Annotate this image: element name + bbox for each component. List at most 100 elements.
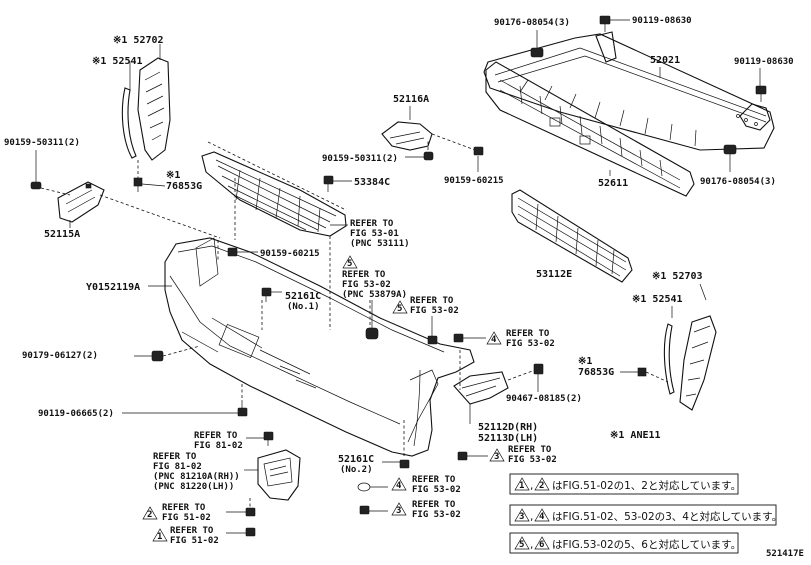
clip-icon xyxy=(133,177,143,192)
nut-icon xyxy=(723,144,737,155)
bumper-cover[interactable] xyxy=(164,237,475,457)
ref-fig53-02-b1-line2: FIG 53-02 xyxy=(412,485,461,495)
upper-grille[interactable] xyxy=(201,151,347,237)
clip-icon xyxy=(357,482,371,492)
nut-icon xyxy=(530,47,544,58)
part-label-90119-right: 90119-08630 xyxy=(734,57,794,67)
clip-icon xyxy=(427,335,438,345)
legend-text-2: はFIG.51-02、53-02の3、4と対応しています。 xyxy=(552,510,782,523)
triangle-mark-1: 1 xyxy=(152,528,168,542)
bolt-icon xyxy=(263,431,274,446)
clip-icon xyxy=(227,247,238,257)
bolt-icon xyxy=(30,181,42,190)
svg-text:1: 1 xyxy=(519,481,524,491)
bracket-52116a[interactable] xyxy=(381,121,433,151)
part-label-52161c-no2: 52161C xyxy=(338,454,374,465)
ref-fig53-02-5-line3: (PNC 53879A) xyxy=(342,290,407,300)
bracket-52115a[interactable] xyxy=(57,181,105,223)
part-label-90159-60215-left: 90159-60215 xyxy=(260,249,320,259)
ref-fig53-02-b2-line1: REFER TO xyxy=(412,500,456,510)
ref-fig53-02-top-line1: REFER TO xyxy=(410,296,454,306)
svg-text:1: 1 xyxy=(157,532,162,542)
ref-fig53-01-line1: REFER TO xyxy=(350,219,394,229)
bolt-icon xyxy=(245,527,256,537)
ref-fig81-02-pnc-line2: FIG 81-02 xyxy=(153,462,202,472)
ref-fig53-01-line2: FIG 53-01 xyxy=(350,229,399,239)
part-label-90119-top: 90119-08630 xyxy=(632,16,692,26)
clip-icon xyxy=(245,507,256,517)
ref-fig81-02-pnc-line1: REFER TO xyxy=(153,452,197,462)
ref-fig51-02-a-line2: FIG 51-02 xyxy=(162,513,211,523)
ref-fig81-02-line1: REFER TO xyxy=(194,431,238,441)
part-label-52161c-no2-sub: (No.2) xyxy=(340,465,373,475)
part-label-90159-60215-mid: 90159-60215 xyxy=(444,176,504,186)
part-label-76853g-left-mark: ※1 xyxy=(166,170,180,181)
triangle-mark-5: 5 xyxy=(342,255,358,269)
part-label-52021: 52021 xyxy=(650,55,680,66)
part-label-y0152119a: Y0152119A xyxy=(86,282,140,293)
part-label-76853g-right: 76853G xyxy=(578,367,614,378)
part-label-52112d: 52112D(RH) xyxy=(478,422,538,433)
bolt-icon xyxy=(423,151,434,161)
ref-fig81-02-line2: FIG 81-02 xyxy=(194,441,243,451)
part-label-52115a: 52115A xyxy=(44,229,80,240)
part-label-90119-06665: 90119-06665(2) xyxy=(38,409,114,419)
energy-absorber-52611[interactable] xyxy=(485,61,695,197)
part-label-90159-50311-left: 90159-50311(2) xyxy=(4,138,80,148)
part-label-52541-left: ※1 52541 xyxy=(92,56,143,67)
lower-grille-53112e[interactable] xyxy=(511,189,633,283)
svg-text:3: 3 xyxy=(519,512,524,522)
svg-text:4: 4 xyxy=(491,335,497,345)
svg-text:5: 5 xyxy=(519,540,524,550)
part-label-90176-right: 90176-08054(3) xyxy=(700,177,776,187)
clip-icon xyxy=(473,146,484,156)
part-label-52611: 52611 xyxy=(598,178,628,189)
bumper-side-bracket-52112d[interactable] xyxy=(453,371,509,405)
part-label-90176-top: 90176-08054(3) xyxy=(494,18,570,28)
triangle-mark-4: 4 xyxy=(486,331,502,345)
part-label-52161c-no1: 52161C xyxy=(285,291,321,302)
bumper-reinforcement-52021[interactable] xyxy=(483,31,775,151)
ref-fig81-02-pnc-line3: (PNC 81210A(RH)) xyxy=(153,472,240,482)
svg-text:2: 2 xyxy=(147,510,152,520)
svg-text:4: 4 xyxy=(396,481,402,491)
triangle-mark-3: 3 xyxy=(489,448,505,462)
svg-text:5: 5 xyxy=(397,304,402,314)
fender-extension-left[interactable] xyxy=(121,57,171,161)
ref-fig53-02-top-line2: FIG 53-02 xyxy=(410,306,459,316)
part-label-76853g-right-mark: ※1 xyxy=(578,356,592,367)
clip-icon xyxy=(399,459,410,469)
part-label-52116a: 52116A xyxy=(393,94,429,105)
triangle-mark-3: 3 xyxy=(391,502,407,516)
ref-fig51-02-a-line1: REFER TO xyxy=(162,503,206,513)
ref-fig81-02-pnc-line4: (PNC 81220(LH)) xyxy=(153,482,234,492)
ref-fig51-02-b-line1: REFER TO xyxy=(170,526,214,536)
part-label-52541-right: ※1 52541 xyxy=(632,294,683,305)
svg-text:,: , xyxy=(530,480,533,492)
triangle-mark-4: 4 xyxy=(391,477,407,491)
svg-text:6: 6 xyxy=(539,540,544,550)
legend-text-1: はFIG.51-02の1、2と対応しています。 xyxy=(552,479,741,492)
svg-text:,: , xyxy=(530,539,533,551)
part-label-90159-50311-mid: 90159-50311(2) xyxy=(322,154,398,164)
svg-text:3: 3 xyxy=(396,506,401,516)
diagram-id: 521417E xyxy=(766,549,804,559)
ref-fig53-02-b2-line2: FIG 53-02 xyxy=(412,510,461,520)
clip-icon xyxy=(457,451,468,461)
part-label-53112e: 53112E xyxy=(536,269,572,280)
ref-fig53-02-5-line1: REFER TO xyxy=(342,270,386,280)
svg-text:5: 5 xyxy=(347,259,352,269)
note-anell: ※1 ANE11 xyxy=(610,430,661,441)
part-label-76853g-left: 76853G xyxy=(166,181,202,192)
ref-fig53-01-line3: (PNC 53111) xyxy=(350,239,410,249)
bolt-icon xyxy=(359,505,370,515)
clip-icon xyxy=(453,333,464,343)
legend-box-1: 1 , 2 はFIG.51-02の1、2と対応しています。 xyxy=(509,473,741,495)
nut-icon xyxy=(365,327,379,340)
clip-icon xyxy=(261,287,272,302)
fender-extension-right[interactable] xyxy=(663,315,717,411)
ref-fig53-02-mid-line1: REFER TO xyxy=(506,329,550,339)
nut-icon xyxy=(151,350,164,362)
fog-lamp[interactable] xyxy=(257,449,301,501)
